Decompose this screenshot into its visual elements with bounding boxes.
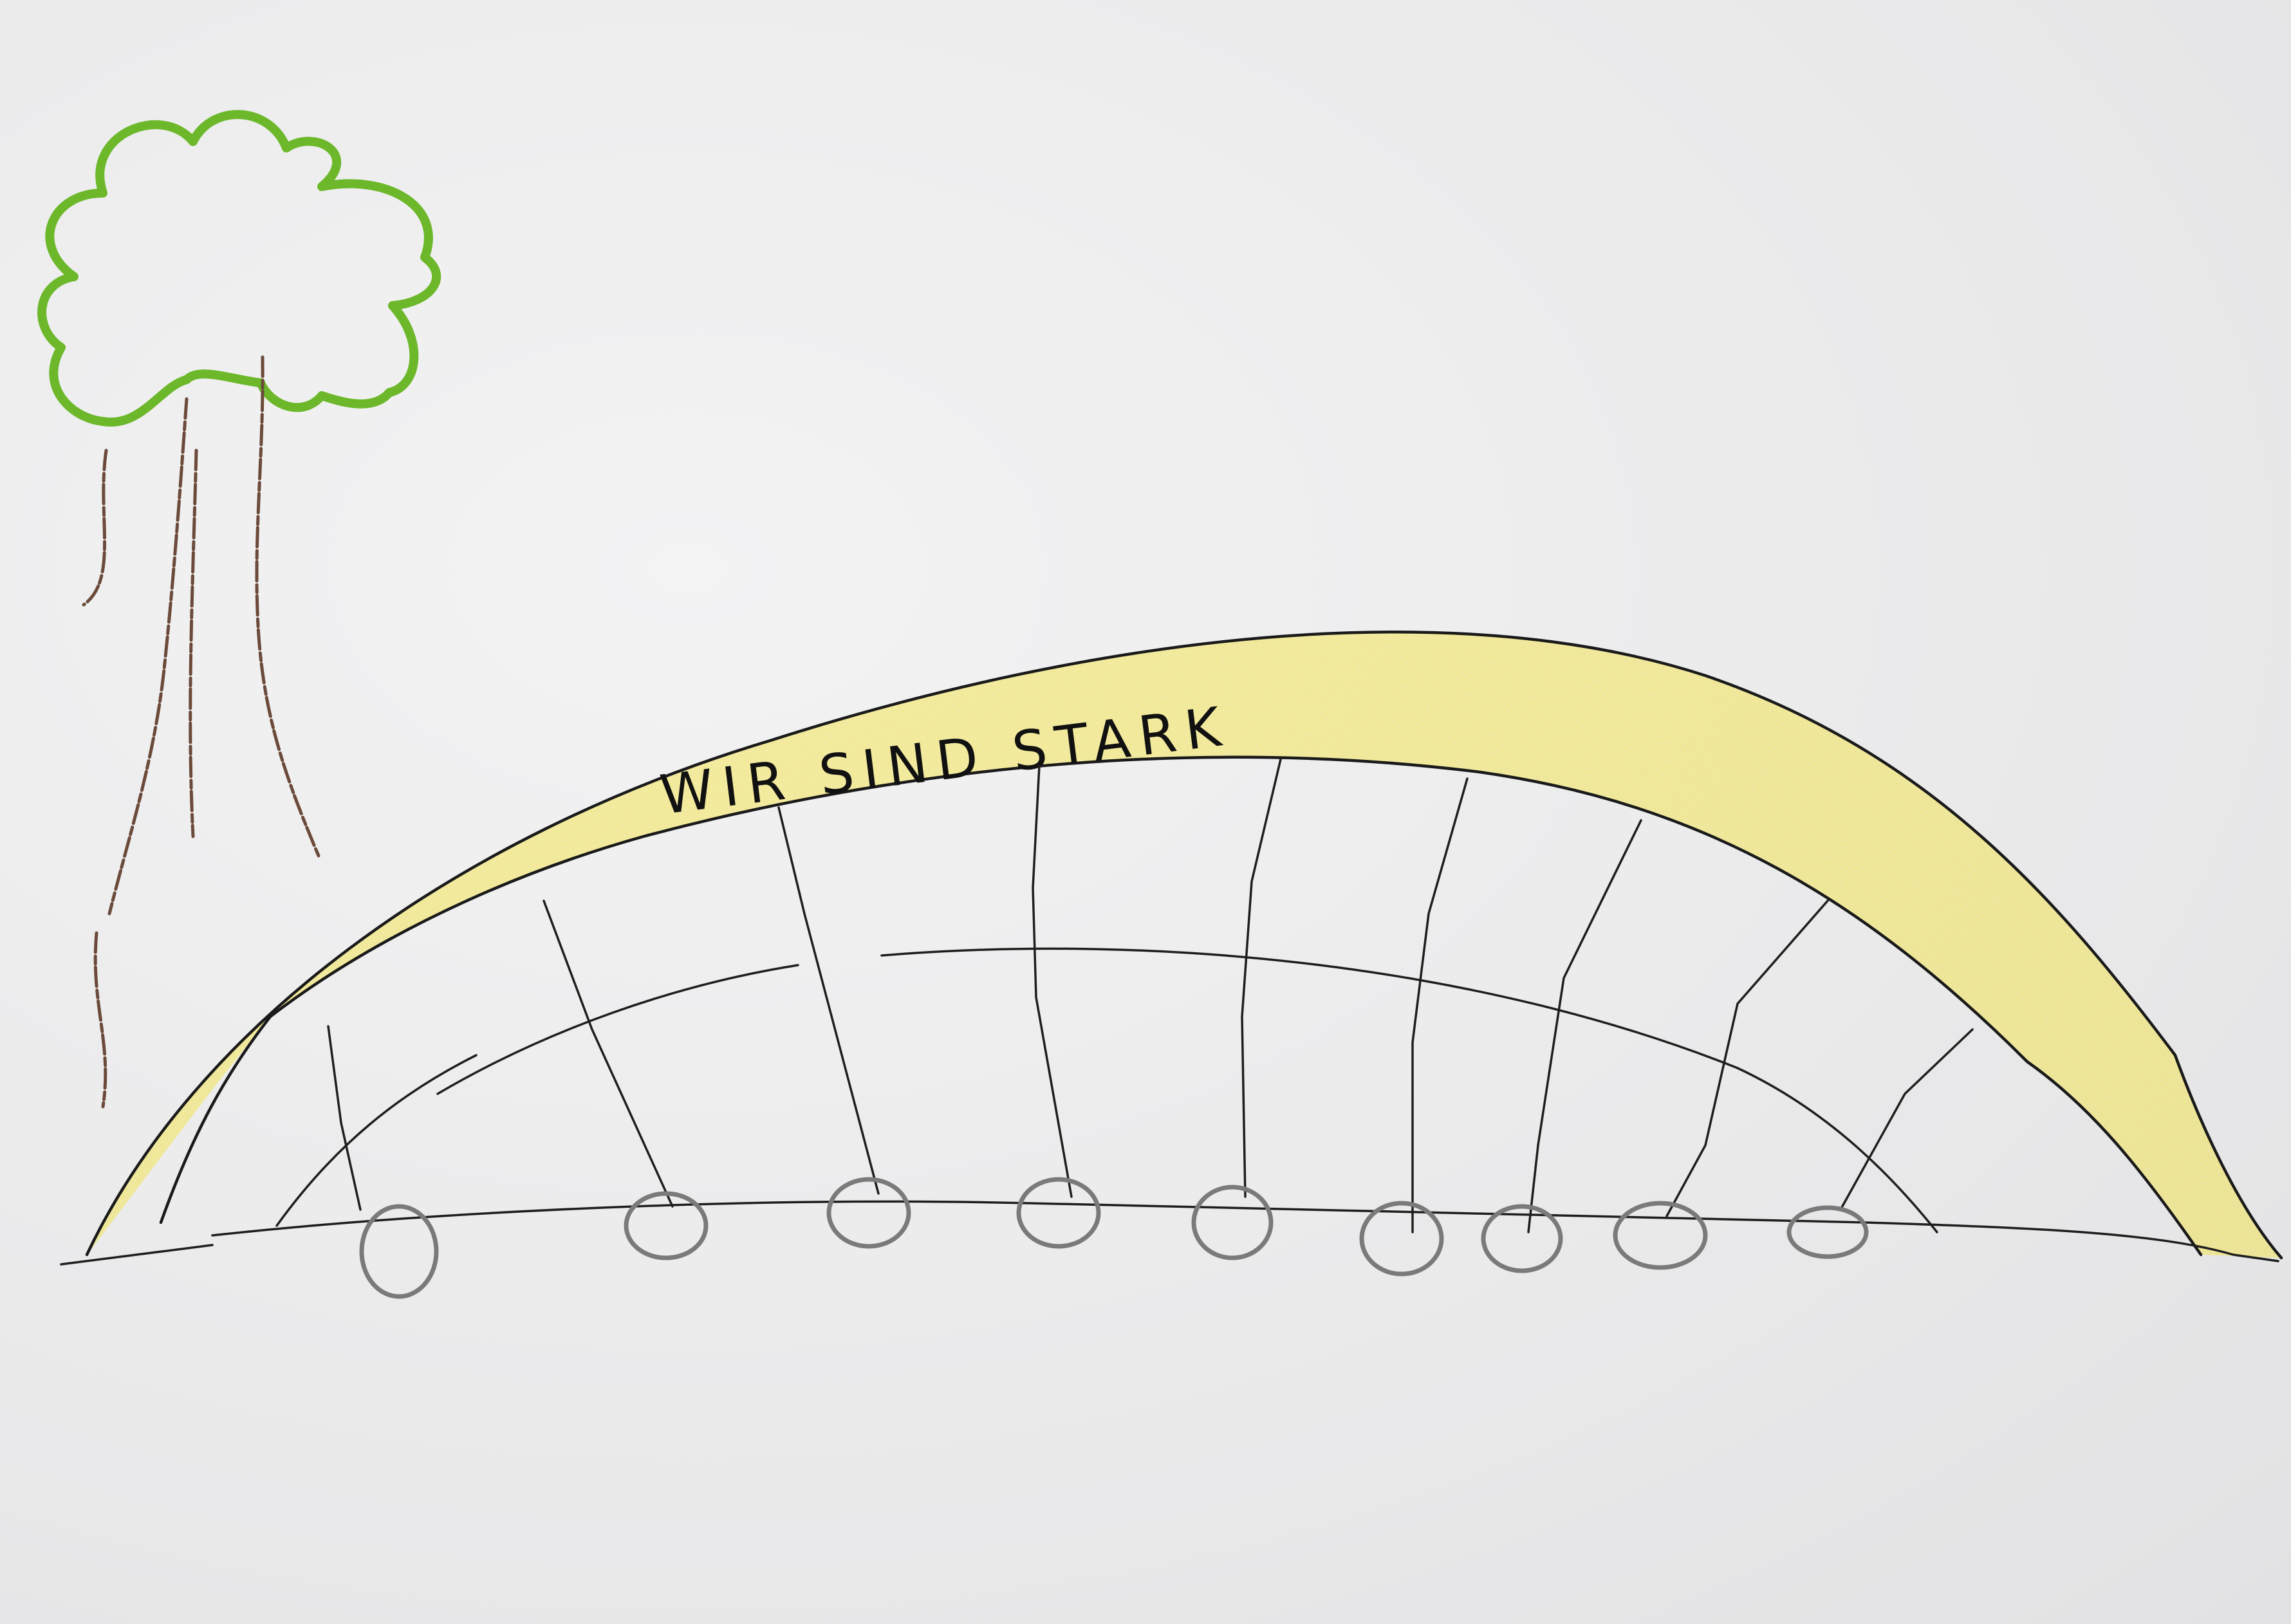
pillar-circle xyxy=(1613,1201,1708,1270)
tree-trunk-right xyxy=(255,355,320,858)
hanger xyxy=(1527,819,1642,1233)
arch-left-foot xyxy=(159,1015,272,1224)
inner-arch-left-mid xyxy=(436,964,799,1095)
tree-trunk-base xyxy=(93,931,107,1109)
hangers xyxy=(327,758,1974,1233)
pillar-circle xyxy=(1786,1205,1869,1259)
pillar-circle xyxy=(624,1191,709,1260)
pillar-circle xyxy=(826,1177,911,1249)
pillar-circle xyxy=(359,1204,439,1299)
hanger xyxy=(327,1025,362,1211)
hanger xyxy=(1665,900,1829,1217)
arch-inner-edge xyxy=(268,755,2203,1257)
pillar-circle xyxy=(1359,1201,1444,1277)
tree-crown xyxy=(37,110,441,427)
tree-trunk-left-outer xyxy=(82,448,108,607)
hanger xyxy=(1241,758,1282,1198)
ground-line xyxy=(60,1200,2279,1266)
hanger xyxy=(1839,1028,1974,1211)
arch-outer-edge xyxy=(85,630,2283,1260)
inner-arch-left xyxy=(275,1054,478,1227)
hanger xyxy=(777,806,880,1195)
pillars xyxy=(359,1177,1869,1299)
tree xyxy=(37,110,441,1109)
inner-arch-right xyxy=(880,947,1938,1233)
tree-trunk-left xyxy=(107,397,189,916)
inner-arch xyxy=(275,947,1938,1233)
hanger xyxy=(1032,764,1073,1198)
pillar-circle xyxy=(1016,1177,1101,1249)
arch-bridge: WIR SIND STARK xyxy=(85,630,2283,1260)
tree-trunk-stroke xyxy=(189,448,198,838)
pillar-circle xyxy=(1481,1204,1563,1273)
hanger xyxy=(543,900,674,1208)
pillar-circle xyxy=(1191,1185,1274,1260)
hanger xyxy=(1411,777,1469,1233)
